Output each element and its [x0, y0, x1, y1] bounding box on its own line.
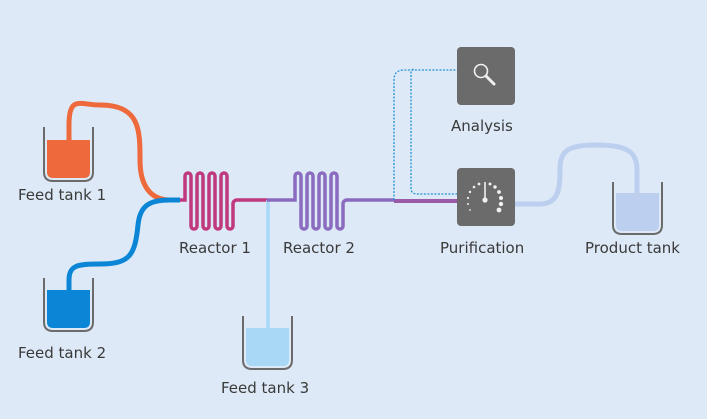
reactor-1-coil — [180, 171, 267, 231]
analysis-label: Analysis — [451, 117, 513, 135]
tank-outline — [242, 316, 293, 370]
dotted-sample-line-1 — [393, 69, 458, 200]
tank-outline — [43, 278, 94, 332]
tube-product — [514, 142, 640, 207]
feed-tank-3 — [242, 316, 293, 370]
tank-fill — [47, 140, 90, 178]
feed-tank-2 — [43, 278, 94, 332]
tank-fill — [47, 290, 90, 328]
product-tank-label: Product tank — [585, 239, 680, 257]
purification-box[interactable] — [457, 168, 515, 226]
feed-tank-2-label: Feed tank 2 — [18, 344, 106, 362]
analysis-unit[interactable] — [457, 47, 515, 105]
purification-label: Purification — [440, 239, 524, 257]
reactor-1-label: Reactor 1 — [179, 239, 251, 257]
dotted-sample-line-2 — [410, 68, 458, 195]
tube-feed-1 — [66, 100, 171, 203]
tank-fill — [616, 193, 659, 231]
reactor-2-label: Reactor 2 — [283, 239, 355, 257]
tank-outline — [43, 127, 94, 182]
tank-fill — [246, 328, 289, 366]
feed-tank-3-label: Feed tank 3 — [221, 379, 309, 397]
reactor-2-coil — [267, 171, 394, 231]
purification-unit[interactable] — [457, 168, 515, 226]
magnifier-icon — [473, 63, 496, 86]
feed-tank-1-label: Feed tank 1 — [18, 186, 106, 204]
gauge-icon — [466, 182, 504, 213]
product-tank — [612, 182, 663, 235]
tank-outline — [612, 182, 663, 235]
feed-tank-1 — [43, 127, 94, 182]
tube-feed-2 — [66, 197, 180, 290]
